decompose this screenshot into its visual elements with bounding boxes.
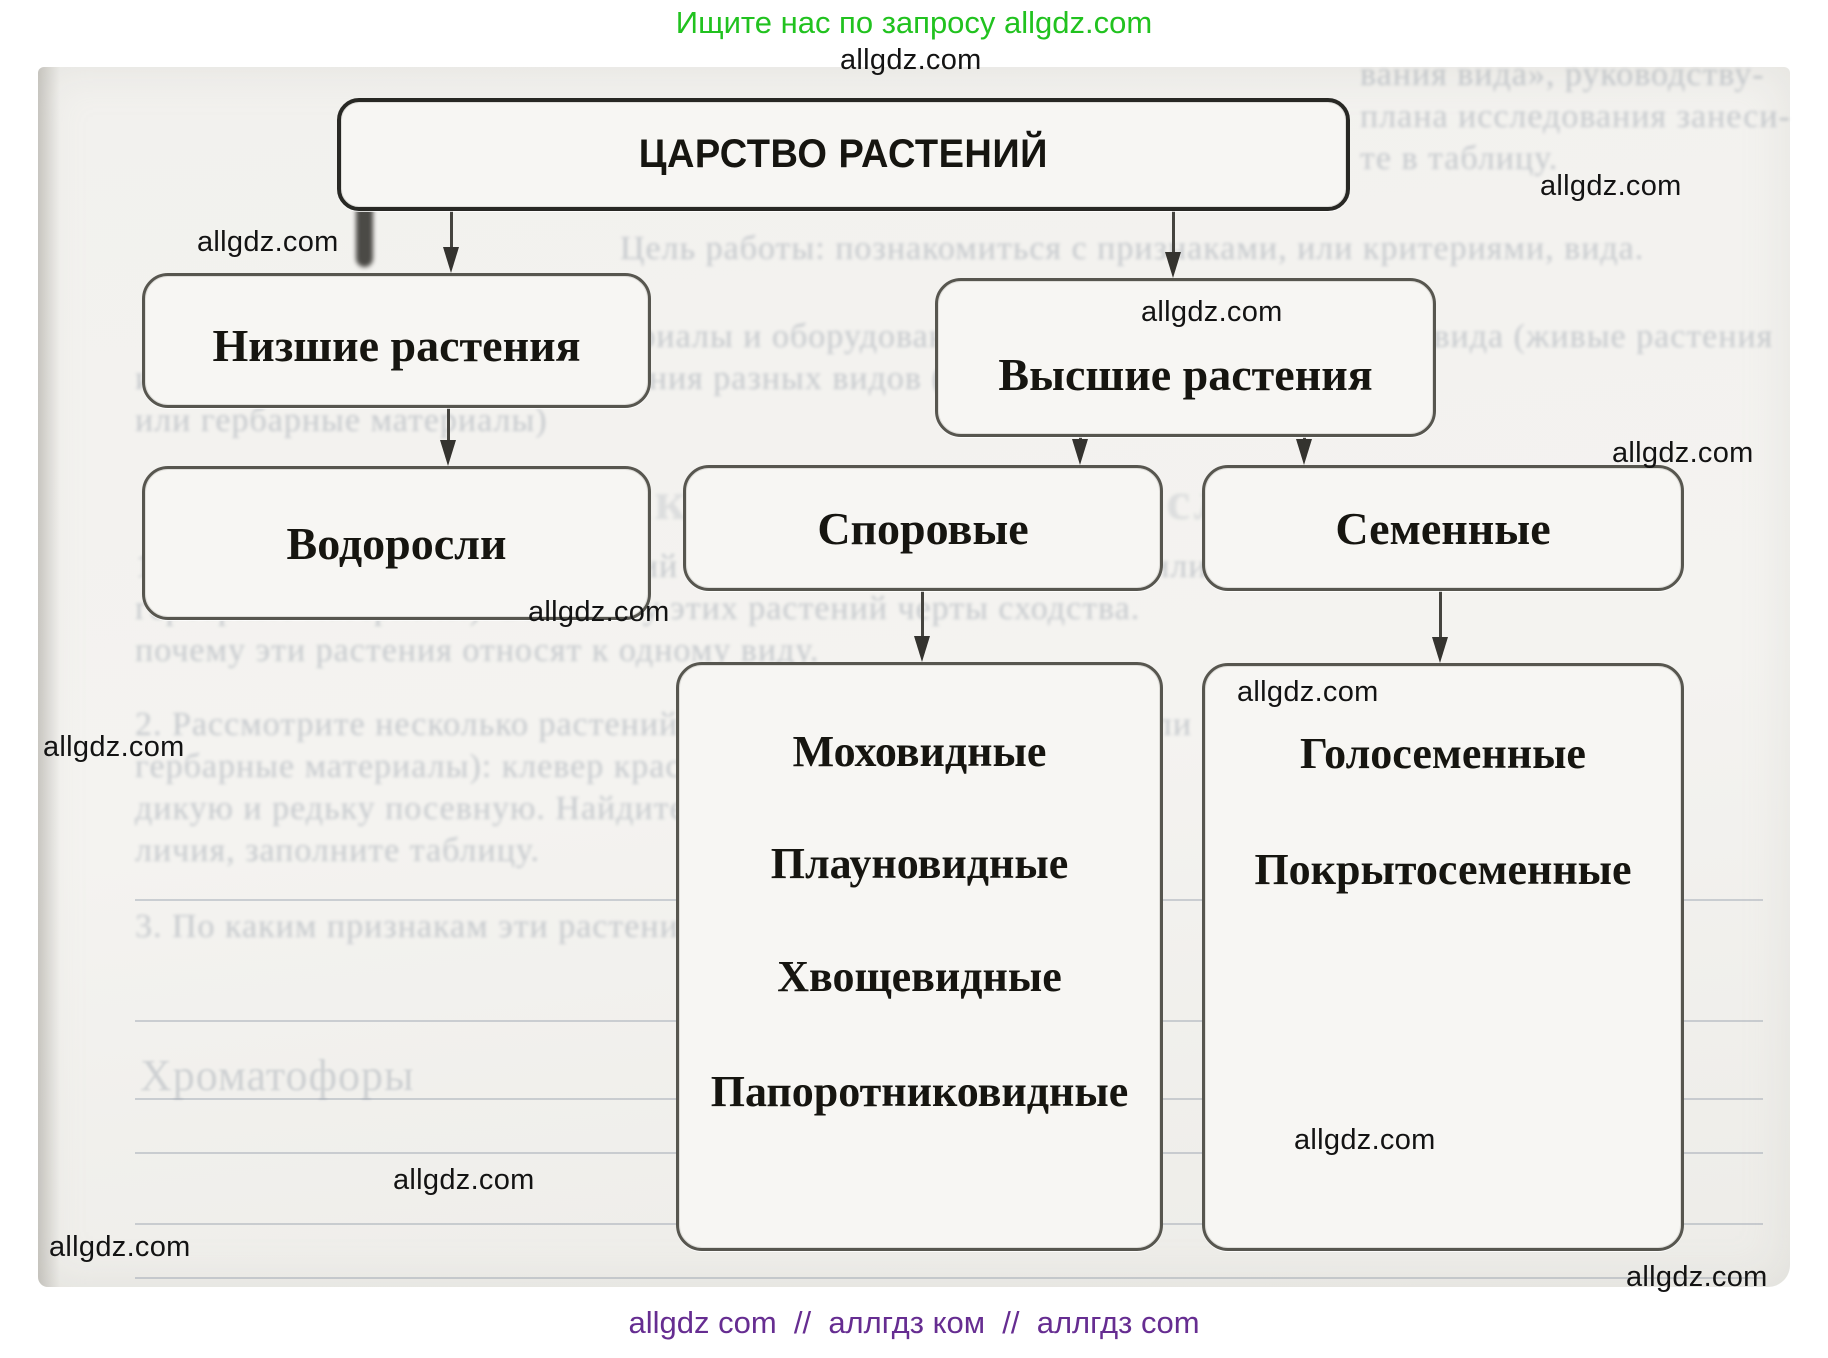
watermark: allgdz.com xyxy=(49,1231,191,1263)
node-label: Низшие растения xyxy=(212,320,581,371)
connector-root-to-higher xyxy=(1172,203,1175,254)
watermark: allgdz.com xyxy=(393,1164,535,1196)
list-item: Папоротниковидные xyxy=(710,1067,1129,1116)
list-item: Плауновидные xyxy=(770,839,1069,888)
promo-banner-bottom: allgdz com // аллгдз ком // аллгдз com xyxy=(628,1305,1200,1340)
arrowhead-icon xyxy=(440,440,456,466)
list-item: Моховидные xyxy=(792,727,1047,776)
bleed-text: личия, заполните таблицу. xyxy=(135,832,540,869)
node-spore-groups: Моховидные Плауновидные Хвощевидные Папо… xyxy=(676,662,1163,1251)
arrowhead-icon xyxy=(1432,637,1448,663)
node-seed-groups: Голосеменные Покрытосеменные xyxy=(1202,663,1684,1251)
node-lower-plants: Низшие растения xyxy=(142,273,651,408)
node-label: Высшие растения xyxy=(998,349,1373,400)
arrowhead-icon xyxy=(443,247,459,273)
list-item: Голосеменные xyxy=(1300,729,1586,778)
watermark: allgdz.com xyxy=(1612,437,1754,469)
list-item: Покрытосеменные xyxy=(1254,845,1632,894)
bleed-text: или гербарные материалы) xyxy=(135,402,548,439)
node-label: Водоросли xyxy=(286,517,507,569)
arrowhead-icon xyxy=(1072,439,1088,465)
watermark: allgdz.com xyxy=(43,731,185,763)
watermark: allgdz.com xyxy=(1237,676,1379,708)
node-plant-kingdom: ЦАРСТВО РАСТЕНИЙ xyxy=(337,98,1350,211)
node-label: Споровые xyxy=(817,502,1029,554)
watermark: allgdz.com xyxy=(528,596,670,628)
bleed-text: вания вида», руководству- xyxy=(1360,56,1765,93)
connector-seed-to-groups xyxy=(1439,585,1442,638)
bleed-text: плана исследования занеси- xyxy=(1360,98,1791,135)
node-label: Семенные xyxy=(1335,502,1551,554)
node-label: ЦАРСТВО РАСТЕНИЙ xyxy=(638,132,1049,176)
node-higher-plants: Высшие растения xyxy=(935,278,1436,437)
watermark: allgdz.com xyxy=(197,226,339,258)
connector-spore-to-groups xyxy=(921,585,924,638)
bleed-text: те в таблицу. xyxy=(1360,140,1559,177)
node-algae: Водоросли xyxy=(142,466,651,620)
arrowhead-icon xyxy=(914,636,930,662)
connector-root-to-lower xyxy=(450,203,453,249)
watermark: allgdz.com xyxy=(1141,296,1283,328)
arrowhead-icon xyxy=(1165,252,1181,278)
watermark: allgdz.com xyxy=(840,44,982,76)
bleed-handwriting: Хроматофоры xyxy=(140,1051,415,1100)
watermark: allgdz.com xyxy=(1626,1261,1768,1293)
node-spore-plants: Споровые xyxy=(683,465,1163,591)
watermark: allgdz.com xyxy=(1540,170,1682,202)
ruled-line xyxy=(135,1277,1763,1279)
node-seed-plants: Семенные xyxy=(1202,465,1684,591)
list-item: Хвощевидные xyxy=(777,952,1062,1001)
promo-banner-top: Ищите нас по запросу allgdz.com xyxy=(675,5,1153,40)
connector-lower-to-algae xyxy=(447,392,450,442)
arrowhead-icon xyxy=(1296,439,1312,465)
watermark: allgdz.com xyxy=(1294,1124,1436,1156)
bleed-text: Цель работы: познакомиться с признаками,… xyxy=(620,230,1645,267)
